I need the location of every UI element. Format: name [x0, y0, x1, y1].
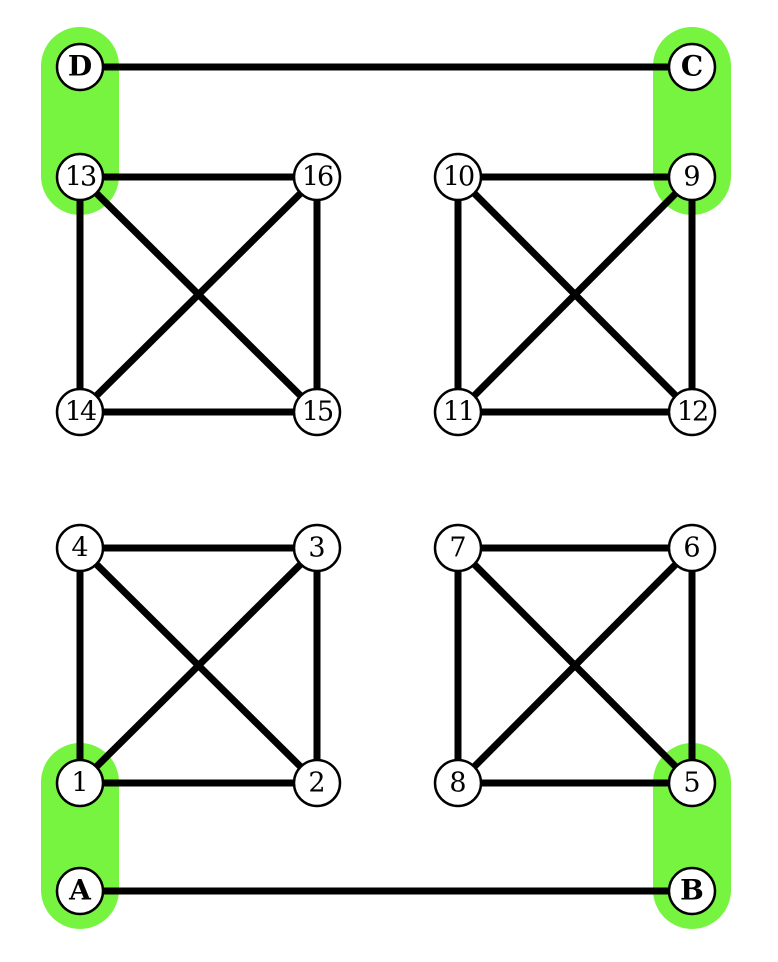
node-label: A — [68, 874, 92, 907]
node-label: D — [68, 50, 92, 83]
node-4: 4 — [55, 523, 105, 573]
node-C: C — [667, 42, 717, 92]
node-label: 7 — [449, 533, 466, 564]
node-3: 3 — [292, 523, 342, 573]
node-11: 11 — [433, 387, 483, 437]
node-A: A — [55, 866, 105, 916]
node-label: B — [680, 874, 704, 907]
highlight-regions — [41, 27, 731, 929]
node-12: 12 — [667, 387, 717, 437]
node-circle — [433, 387, 483, 437]
node-1: 1 — [55, 758, 105, 808]
edge-6-8 — [455, 545, 695, 786]
node-circle — [292, 152, 342, 202]
graph-edges — [76, 63, 696, 895]
edge-3-1 — [77, 545, 320, 786]
node-label: 11 — [443, 397, 473, 428]
node-circle — [433, 152, 483, 202]
node-label: 3 — [308, 533, 325, 564]
node-14: 14 — [55, 387, 105, 437]
node-circle — [55, 523, 105, 573]
node-label: 9 — [683, 162, 700, 193]
node-circle — [667, 866, 717, 916]
node-6: 6 — [667, 523, 717, 573]
node-label: 6 — [683, 533, 700, 564]
node-label: 1 — [71, 768, 88, 799]
node-circle — [667, 387, 717, 437]
node-circle — [667, 758, 717, 808]
node-circle — [55, 758, 105, 808]
node-circle — [55, 387, 105, 437]
edge-16-14 — [77, 174, 320, 415]
node-circle — [667, 152, 717, 202]
node-circle — [292, 523, 342, 573]
node-circle — [667, 42, 717, 92]
node-circle — [433, 523, 483, 573]
node-label: 12 — [677, 397, 707, 428]
node-label: 14 — [65, 397, 96, 428]
node-label: C — [681, 50, 703, 83]
edge-9-11 — [455, 174, 695, 415]
node-15: 15 — [292, 387, 342, 437]
node-label: 8 — [449, 768, 466, 799]
node-circle — [667, 523, 717, 573]
node-2: 2 — [292, 758, 342, 808]
node-16: 16 — [292, 152, 342, 202]
node-7: 7 — [433, 523, 483, 573]
node-circle — [55, 866, 105, 916]
node-D: D — [55, 42, 105, 92]
node-8: 8 — [433, 758, 483, 808]
node-label: 4 — [71, 533, 88, 564]
node-5: 5 — [667, 758, 717, 808]
node-circle — [292, 387, 342, 437]
node-circle — [433, 758, 483, 808]
node-9: 9 — [667, 152, 717, 202]
node-10: 10 — [433, 152, 483, 202]
node-label: 5 — [683, 768, 700, 799]
node-label: 15 — [302, 397, 333, 428]
node-13: 13 — [55, 152, 105, 202]
node-B: B — [667, 866, 717, 916]
node-label: 2 — [308, 768, 325, 799]
node-label: 13 — [65, 162, 96, 193]
node-circle — [55, 152, 105, 202]
node-label: 10 — [443, 162, 474, 193]
node-label: 16 — [302, 162, 333, 193]
node-circle — [292, 758, 342, 808]
node-circle — [55, 42, 105, 92]
